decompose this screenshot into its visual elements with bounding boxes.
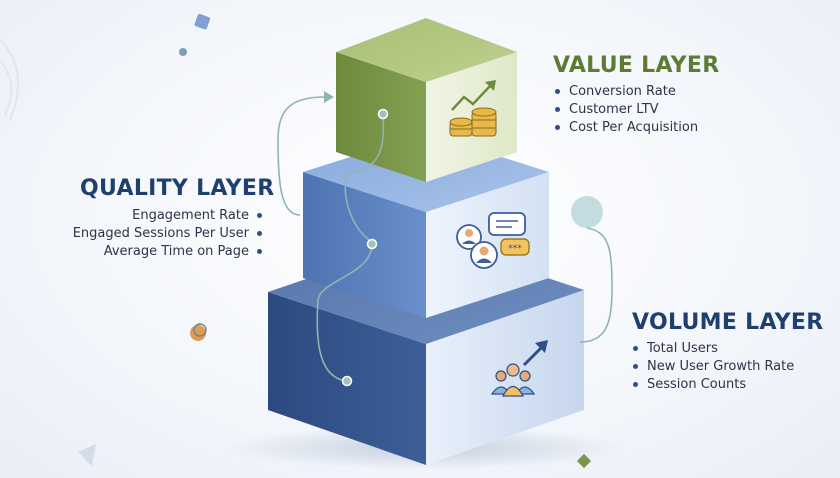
- bullet-icon: [257, 231, 262, 236]
- quality-metric-list: Engagement Rate Engaged Sessions Per Use…: [40, 207, 262, 261]
- connector-node: [366, 238, 378, 250]
- bullet-icon: [257, 213, 262, 218]
- users-chat-icon: ***: [456, 212, 530, 269]
- teal-ring-confetti: [193, 323, 207, 337]
- volume-metric-item: Session Counts: [633, 376, 794, 394]
- value-block: [336, 18, 517, 182]
- bullet-icon: [257, 249, 262, 254]
- dot-confetti: [179, 48, 187, 56]
- cube-confetti: [194, 13, 211, 30]
- quality-block-left-face: [303, 172, 426, 318]
- bullet-icon: [555, 125, 560, 130]
- bullet-icon: [555, 89, 560, 94]
- value-metric-item: Customer LTV: [555, 101, 698, 119]
- quality-metric-item: Engaged Sessions Per User: [40, 225, 262, 243]
- quality-to-value-connector: [277, 96, 326, 216]
- volume-connector: [579, 227, 613, 343]
- volume-metric-item: Total Users: [633, 340, 794, 358]
- connector-node: [341, 375, 353, 387]
- value-layer-title: VALUE LAYER: [553, 53, 720, 78]
- orange-ring-confetti: [190, 325, 206, 341]
- users-growth-icon: [490, 340, 548, 397]
- quality-stem-connector: [316, 243, 373, 382]
- svg-text:***: ***: [508, 244, 522, 254]
- volume-layer-title: VOLUME LAYER: [632, 310, 824, 335]
- value-metric-list: Conversion Rate Customer LTV Cost Per Ac…: [555, 83, 698, 137]
- bullet-icon: [633, 382, 638, 387]
- triangle-confetti: [78, 444, 96, 466]
- connector-lines: [277, 96, 613, 382]
- coins-growth-icon: [449, 80, 497, 137]
- value-metric-item: Cost Per Acquisition: [555, 119, 698, 137]
- connector-node: [377, 108, 389, 120]
- value-metric-item: Conversion Rate: [555, 83, 698, 101]
- bullet-icon: [633, 364, 638, 369]
- bullet-icon: [633, 346, 638, 351]
- bubble-confetti: [571, 196, 603, 228]
- arrow-head-icon: [324, 91, 334, 103]
- value-block-top-face: [336, 18, 517, 82]
- volume-metric-list: Total Users New User Growth Rate Session…: [633, 340, 794, 394]
- bullet-icon: [555, 107, 560, 112]
- quality-metric-item: Average Time on Page: [40, 243, 262, 261]
- quality-metric-item: Engagement Rate: [40, 207, 262, 225]
- value-stem-connector: [344, 113, 385, 243]
- volume-metric-item: New User Growth Rate: [633, 358, 794, 376]
- quality-layer-title: QUALITY LAYER: [80, 176, 275, 201]
